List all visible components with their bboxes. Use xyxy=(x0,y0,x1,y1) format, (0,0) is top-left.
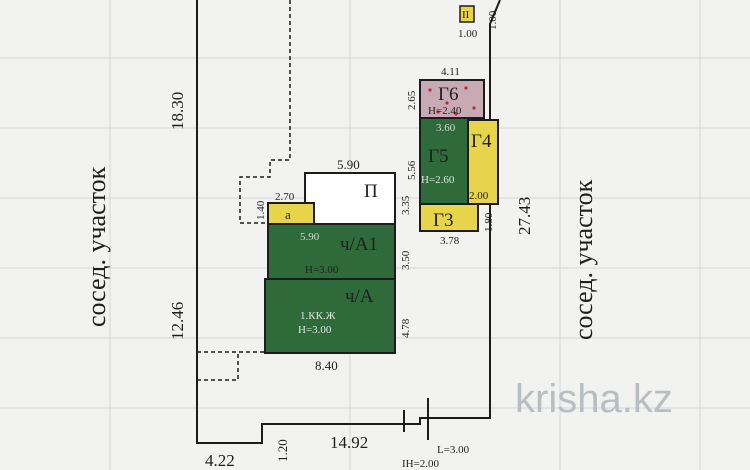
dim-4-22: 4.22 xyxy=(205,451,235,470)
building-ii xyxy=(459,5,475,23)
building-p xyxy=(304,172,396,226)
dim-IH: IH=2.00 xyxy=(402,458,440,470)
neighbor-left-label: сосед. участок xyxy=(82,166,111,327)
building-g6 xyxy=(419,79,485,119)
label-small-a: а xyxy=(285,207,291,222)
label-g5: Г5 xyxy=(428,146,448,167)
building-g5 xyxy=(419,117,469,205)
label-a1-extra: 5.90 xyxy=(300,231,320,243)
dim-14-92: 14.92 xyxy=(330,433,368,452)
dim-8-40: 8.40 xyxy=(315,358,338,373)
label-ii: II xyxy=(462,9,470,21)
dim-1-00-a: 1.00 xyxy=(458,28,478,40)
watermark-text: krisha.kz xyxy=(515,377,673,421)
dim-27-43: 27.43 xyxy=(515,197,534,235)
dim-2-70: 2.70 xyxy=(275,191,295,203)
label-g6-height: H=2.40 xyxy=(428,105,462,117)
dim-3-78: 3.78 xyxy=(440,235,460,247)
label-g4-dim: 2.00 xyxy=(469,190,489,202)
label-a: ч/А xyxy=(345,286,374,307)
label-a1-height: H=3.00 xyxy=(305,264,339,276)
dim-18-30: 18.30 xyxy=(168,92,187,130)
dashed-outlines xyxy=(197,0,291,381)
label-a1: ч/А1 xyxy=(340,234,378,255)
boundary-ticks xyxy=(403,398,429,440)
dim-L: L=3.00 xyxy=(437,444,470,456)
dim-1-80: 1.80 xyxy=(483,212,495,232)
building-small-a xyxy=(267,202,315,225)
dim-3-35: 3.35 xyxy=(400,195,412,215)
dim-5-56: 5.56 xyxy=(406,160,418,180)
dim-4-78: 4.78 xyxy=(400,318,412,338)
label-a-material: 1.КК.Ж xyxy=(300,310,336,322)
dim-3-50: 3.50 xyxy=(400,250,412,270)
label-g6: Г6 xyxy=(438,84,458,105)
label-g5-height: H=2.60 xyxy=(421,174,455,186)
dim-2-65: 2.65 xyxy=(406,90,418,110)
label-g3: Г3 xyxy=(433,210,453,231)
building-a xyxy=(264,278,396,354)
neighbor-right-label: сосед. участок xyxy=(569,179,598,340)
dim-12-46: 12.46 xyxy=(168,302,187,340)
building-g4 xyxy=(467,119,499,205)
building-g3 xyxy=(419,203,479,232)
label-a-height: H=3.00 xyxy=(298,324,332,336)
g6-dots xyxy=(428,86,476,116)
dim-1-00-b: 1.00 xyxy=(487,10,499,30)
dim-1-40: 1.40 xyxy=(255,200,267,220)
dim-4-11: 4.11 xyxy=(441,66,460,78)
dim-5-90: 5.90 xyxy=(337,157,360,172)
label-g5-extra: 3.60 xyxy=(436,122,456,134)
label-p: П xyxy=(364,181,378,202)
dim-1-20: 1.20 xyxy=(275,439,290,462)
label-g4: Г4 xyxy=(471,131,492,152)
